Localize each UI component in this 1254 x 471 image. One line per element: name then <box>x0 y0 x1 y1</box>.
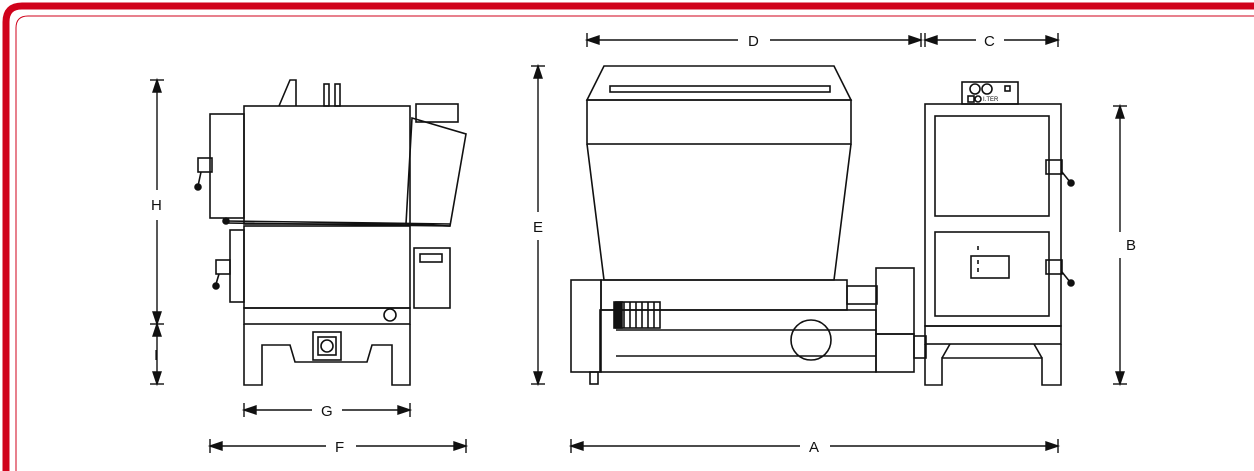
dimension-label-i: I <box>154 347 158 364</box>
dimension-label-b: B <box>1126 237 1136 254</box>
hopper-front-view <box>570 65 927 385</box>
dimension-label-f: F <box>335 439 344 456</box>
dimension-label-h: H <box>151 197 162 214</box>
dimension-lines <box>150 33 1127 453</box>
boiler-side-view <box>194 79 467 386</box>
control-panel-text: I.TER <box>983 97 999 103</box>
dimension-label-g: G <box>321 403 333 420</box>
dimension-label-a: A <box>809 439 819 456</box>
boiler-front-view: I.TER <box>924 81 1075 386</box>
dimension-label-e: E <box>533 219 543 236</box>
dimension-label-d: D <box>748 33 759 50</box>
dimension-label-c: C <box>984 33 995 50</box>
